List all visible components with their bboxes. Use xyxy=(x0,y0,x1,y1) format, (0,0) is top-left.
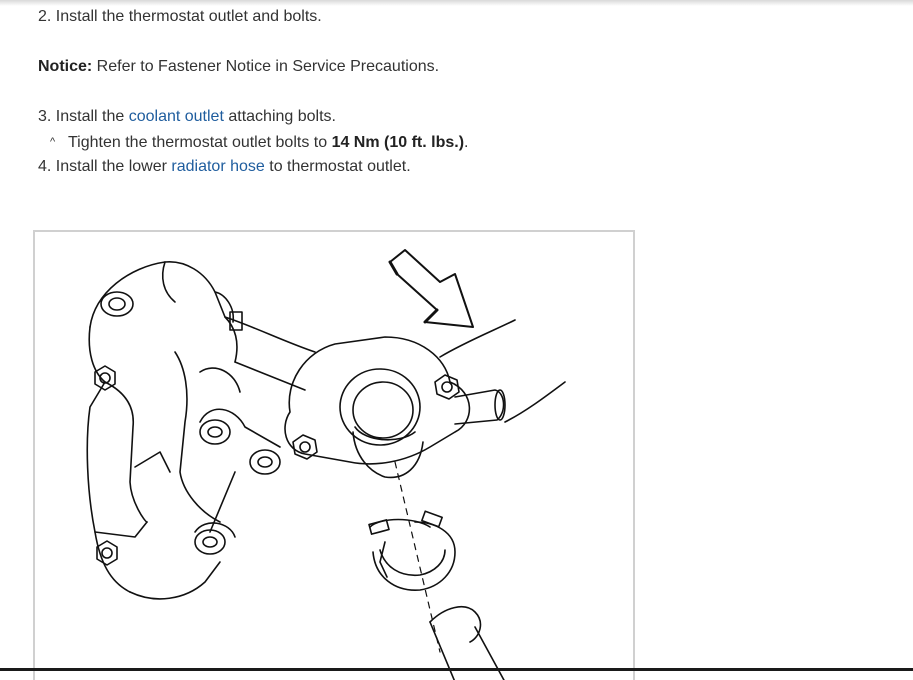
thermostat-outlet-drawing xyxy=(86,249,566,680)
caret-icon: ^ xyxy=(50,136,56,148)
step-3-prefix: 3. Install the xyxy=(38,108,129,125)
step-2-text: 2. Install the thermostat outlet and bol… xyxy=(38,8,322,25)
substep-suffix: . xyxy=(464,134,469,151)
top-shadow-bar xyxy=(0,0,913,6)
notice-text: Refer to Fastener Notice in Service Prec… xyxy=(92,58,440,75)
radiator-hose-link[interactable]: radiator hose xyxy=(171,158,265,175)
step-4-suffix: to thermostat outlet. xyxy=(264,158,411,175)
step-3-suffix: attaching bolts. xyxy=(223,108,336,125)
step-4-prefix: 4. Install the lower xyxy=(38,158,172,175)
torque-spec: 14 Nm (10 ft. lbs.) xyxy=(331,134,465,151)
step-4: 4. Install the lower radiator hose to th… xyxy=(38,157,411,177)
notice-label: Notice: xyxy=(38,58,93,75)
substep-prefix: Tighten the thermostat outlet bolts to xyxy=(68,134,332,151)
step-3-substep: ^Tighten the thermostat outlet bolts to … xyxy=(50,132,469,153)
step-2: 2. Install the thermostat outlet and bol… xyxy=(38,7,322,27)
step-3: 3. Install the coolant outlet attaching … xyxy=(38,107,336,127)
bottom-divider xyxy=(0,668,913,671)
thermostat-outlet-illustration xyxy=(33,230,635,680)
notice: Notice: Refer to Fastener Notice in Serv… xyxy=(38,57,439,77)
coolant-outlet-link[interactable]: coolant outlet xyxy=(128,108,224,125)
